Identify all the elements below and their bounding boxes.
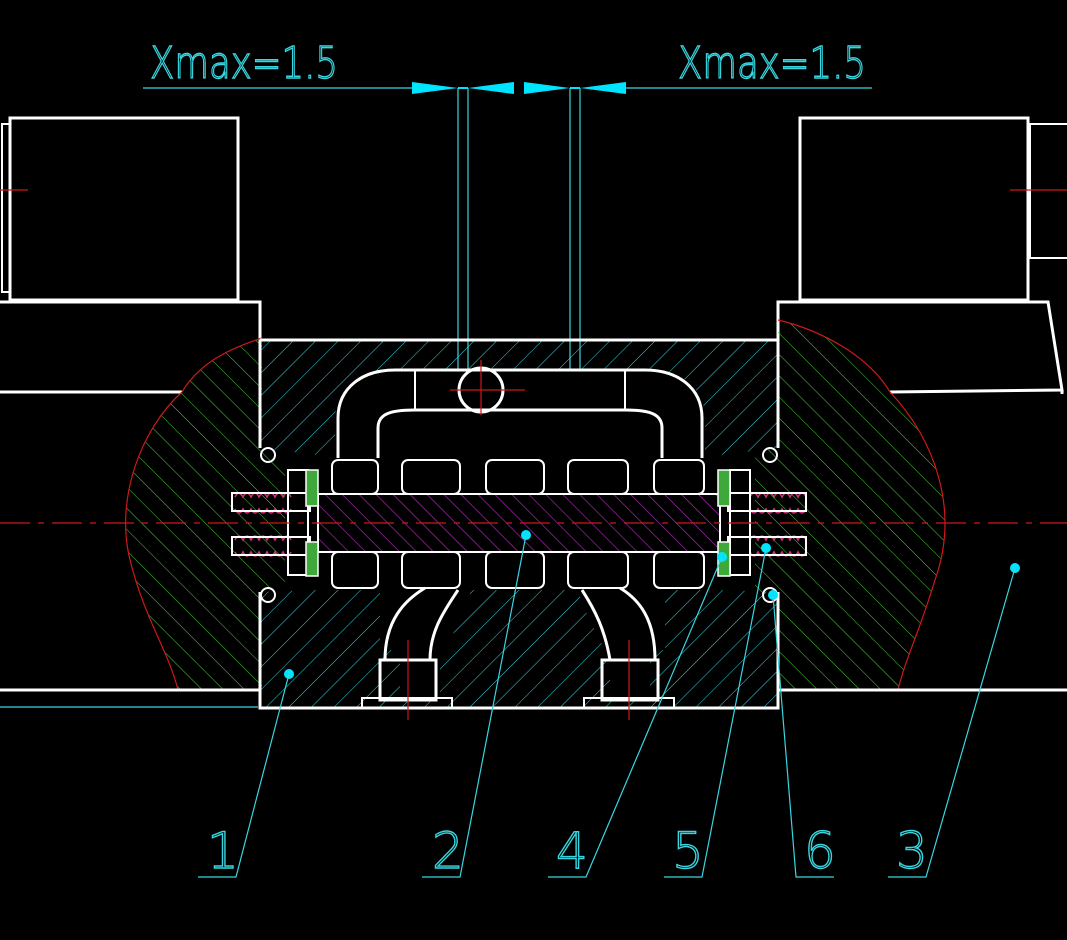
part-number-1: 1 xyxy=(207,822,239,880)
part-number-2: 2 xyxy=(432,822,464,880)
dimension-right: Xmax=1.5 xyxy=(624,37,872,90)
dimension-right-label: Xmax=1.5 xyxy=(678,38,866,89)
right-solenoid xyxy=(798,116,1067,302)
part-number-5: 5 xyxy=(672,822,704,880)
lower-ports xyxy=(361,586,675,720)
dimension-arrows xyxy=(412,82,626,94)
housing-right xyxy=(755,319,946,691)
upper-channel xyxy=(336,360,704,458)
left-solenoid xyxy=(0,116,240,302)
dimension-left: Xmax=1.5 xyxy=(143,37,412,90)
dimension-left-label: Xmax=1.5 xyxy=(150,38,338,89)
part-numbers: 1 2 4 5 6 3 xyxy=(206,821,928,880)
leaders xyxy=(198,530,1020,878)
housing-left xyxy=(125,337,285,691)
mounting-plates xyxy=(0,300,1064,394)
part-number-3: 3 xyxy=(896,822,928,880)
part-number-6: 6 xyxy=(804,822,836,880)
part-number-4: 4 xyxy=(556,822,588,880)
left-spring-assembly xyxy=(231,447,319,603)
